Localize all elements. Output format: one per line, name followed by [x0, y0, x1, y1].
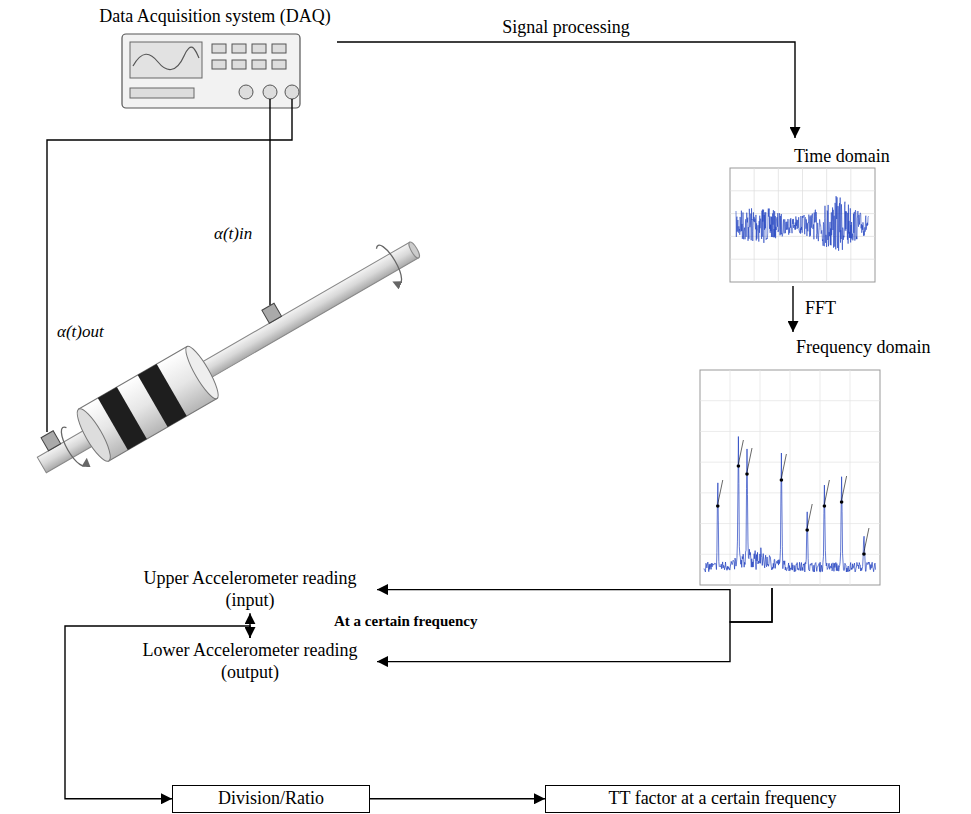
process-box: Division/Ratio — [172, 785, 370, 813]
rotation-arrow — [375, 242, 406, 285]
node-text: Lower Accelerometer reading (output) — [127, 640, 373, 683]
time-plot — [730, 168, 875, 282]
signal-name: α(t)out — [55, 322, 106, 342]
process-box: TT factor at a certain frequency — [545, 785, 900, 813]
flow-arrow — [792, 286, 793, 332]
shaft-rotor — [27, 223, 432, 491]
plot-node: Frequency domain — [696, 332, 968, 588]
spectrum-plot — [700, 370, 880, 585]
flow-arrow — [370, 798, 545, 799]
signal-name: α(t)in — [212, 224, 254, 244]
node-text: Upper Accelerometer reading (input) — [127, 568, 373, 611]
accelerometer — [262, 303, 282, 323]
node-text: Division/Ratio — [218, 788, 324, 810]
plot-node: Time domain — [726, 138, 938, 286]
reading-node: Upper Accelerometer reading (input) — [123, 566, 377, 613]
edge-label: FFT — [803, 298, 838, 320]
node-text: TT factor at a certain frequency — [608, 788, 836, 810]
instrument-node: Data Acquisition system (DAQ) — [93, 4, 337, 112]
edge-label: Signal processing — [500, 17, 632, 39]
rotation-arrow — [57, 426, 88, 469]
node-text: Data Acquisition system (DAQ) — [99, 6, 330, 28]
sensor-wire — [269, 99, 270, 305]
note-text: At a certain frequency — [332, 612, 479, 630]
reading-node: Lower Accelerometer reading (output) — [123, 638, 377, 685]
node-text: Time domain — [794, 146, 890, 168]
node-text: Frequency domain — [796, 337, 930, 359]
accelerometer — [41, 431, 61, 451]
flow-arrow — [337, 42, 795, 138]
daq-device — [122, 34, 300, 108]
